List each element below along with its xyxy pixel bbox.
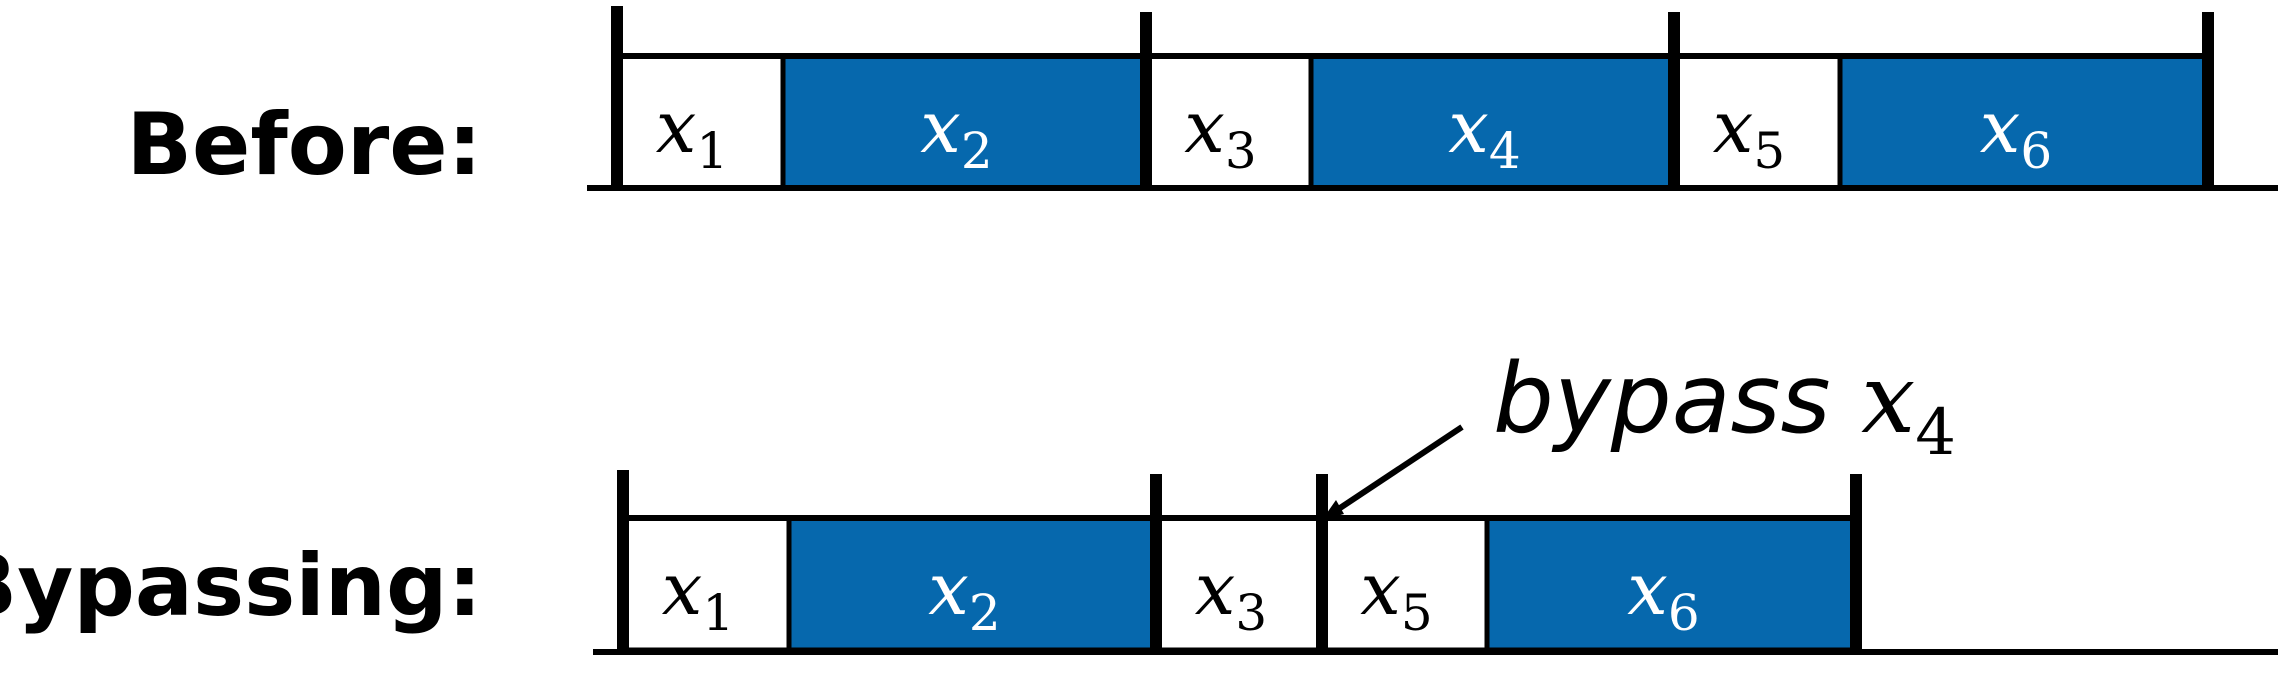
cell-label-before-4: x4 (1448, 85, 1520, 180)
cell-sub: 5 (1753, 122, 1785, 180)
cell-label-before-6: x6 (1980, 85, 2052, 180)
cell-before-6 (1837, 53, 2211, 191)
cell-label-bypassing-1: x1 (662, 547, 734, 642)
cell-var: x (928, 547, 969, 631)
bypass-annotation-var: x (1861, 343, 1915, 455)
cell-var: x (1713, 85, 1754, 169)
row-label-bypassing: Bypassing: (0, 536, 482, 636)
cell-label-before-5: x5 (1713, 85, 1785, 180)
cell-var: x (1627, 547, 1668, 631)
bypass-arrow (1326, 424, 1464, 519)
cell-var: x (1980, 85, 2021, 169)
cell-label-bypassing-3: x3 (1195, 547, 1267, 642)
cell-var: x (1195, 547, 1236, 631)
cell-sub: 3 (1225, 122, 1257, 180)
cell-label-bypassing-4: x5 (1360, 547, 1432, 642)
cell-bypassing-2 (786, 515, 1159, 653)
row-label-before: Before: (126, 95, 482, 195)
cell-var: x (1360, 547, 1401, 631)
cell-var: x (662, 547, 703, 631)
cell-sub: 2 (969, 584, 1001, 642)
cell-label-before-3: x3 (1184, 85, 1256, 180)
cell-label-before-2: x2 (920, 85, 992, 180)
cell-sub: 4 (1489, 122, 1521, 180)
cell-sub: 3 (1235, 584, 1267, 642)
cell-var: x (920, 85, 961, 169)
cell-label-bypassing-5: x6 (1627, 547, 1699, 642)
cell-var: x (1184, 85, 1225, 169)
cell-var: x (1448, 85, 1489, 169)
cell-var: x (656, 85, 697, 169)
bypass-annotation-text: bypass (1493, 343, 1861, 455)
cell-sub: 1 (702, 584, 734, 642)
bypass-arrow-head (1322, 500, 1344, 520)
cell-sub: 5 (1401, 584, 1433, 642)
bypass-annotation-sub: 4 (1915, 396, 1956, 470)
cell-label-bypassing-2: x2 (928, 547, 1000, 642)
cell-label-before-1: x1 (656, 85, 728, 180)
cell-sub: 2 (961, 122, 993, 180)
cell-bypassing-5 (1484, 515, 1859, 653)
cell-sub: 6 (1668, 584, 1700, 642)
bypass-annotation: bypass x4 (1493, 343, 1956, 470)
cell-sub: 6 (2020, 122, 2052, 180)
cell-sub: 1 (696, 122, 728, 180)
